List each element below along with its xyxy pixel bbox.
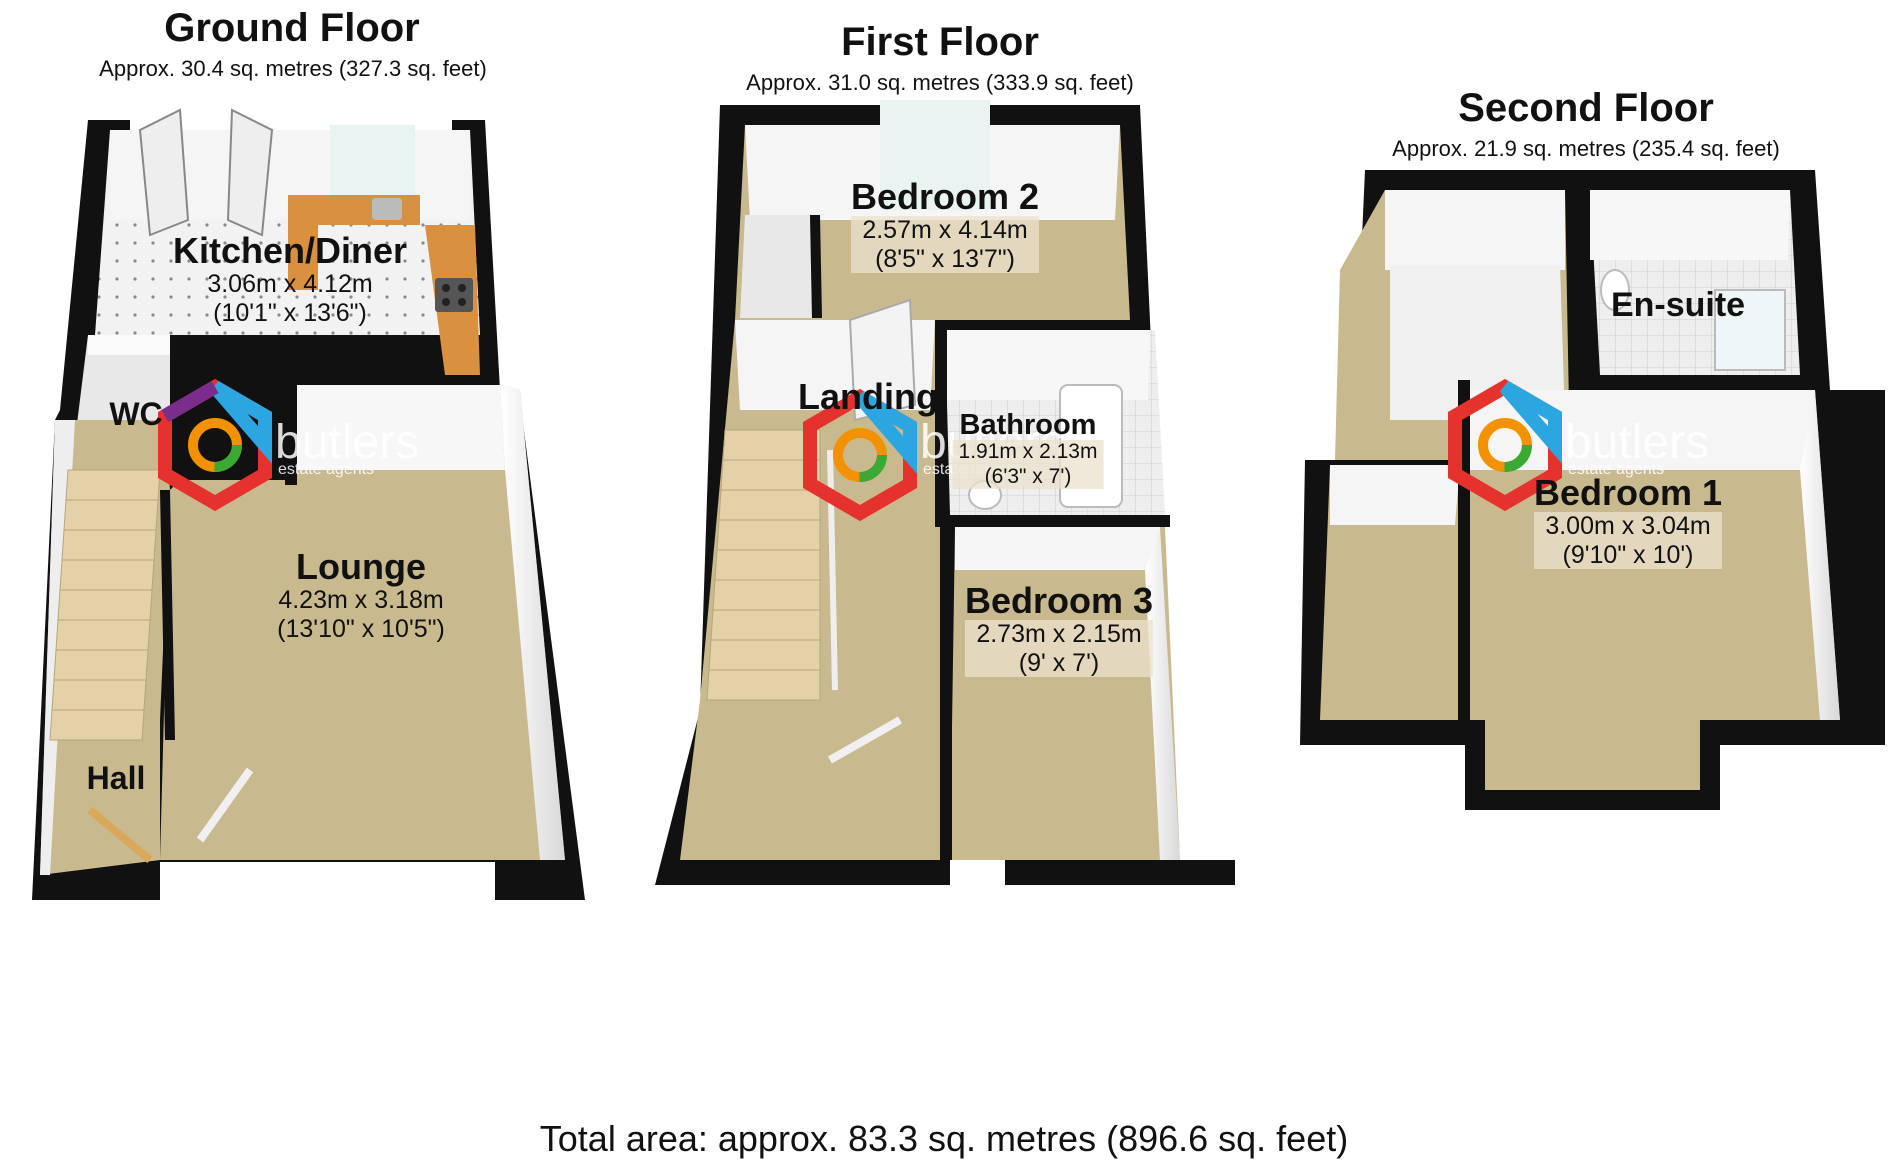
room-imperial: (9' x 7'): [964, 648, 1154, 678]
butlers-logo-second: [1448, 378, 1562, 512]
butlers-logo-ground: [158, 378, 272, 512]
room-name: Landing: [798, 376, 938, 417]
room-imperial: (10'1" x 13'6"): [213, 298, 367, 327]
room-name: Lounge: [296, 546, 426, 587]
room-metric: 1.91m x 2.13m: [952, 440, 1104, 465]
room-lounge: Lounge 4.23m x 3.18m (13'10" x 10'5"): [277, 548, 445, 643]
room-landing: Landing: [798, 378, 938, 416]
room-bedroom-2: Bedroom 2 2.57m x 4.14m (8'5" x 13'7"): [850, 176, 1040, 274]
room-name: Bedroom 2: [850, 176, 1040, 217]
room-metric: 4.23m x 3.18m: [278, 585, 444, 614]
room-metric: 3.06m x 4.12m: [207, 269, 373, 298]
room-name: Bedroom 1: [1533, 472, 1723, 513]
second-floor-plan: [1300, 170, 1885, 810]
first-floor-area: Approx. 31.0 sq. metres (333.9 sq. feet): [746, 70, 1134, 95]
second-floor-title: Second Floor: [1458, 86, 1714, 130]
ground-floor-area: Approx. 30.4 sq. metres (327.3 sq. feet): [99, 56, 487, 81]
butlers-logo-first: [803, 388, 917, 522]
room-wc: WC: [109, 396, 163, 432]
room-hall: Hall: [86, 760, 146, 796]
room-name: En-suite: [1610, 286, 1746, 324]
room-bedroom-3: Bedroom 3 2.73m x 2.15m (9' x 7'): [964, 580, 1154, 678]
watermark-tagline-ground: estate agents: [278, 461, 374, 478]
room-metric: 2.73m x 2.15m: [964, 619, 1154, 649]
room-imperial: (13'10" x 10'5"): [277, 614, 445, 643]
room-imperial: (6'3" x 7'): [952, 464, 1104, 489]
room-kitchen-diner: Kitchen/Diner 3.06m x 4.12m (10'1" x 13'…: [173, 232, 407, 327]
total-area: Total area: approx. 83.3 sq. metres (896…: [539, 1118, 1349, 1159]
room-name: Hall: [86, 760, 146, 796]
ground-floor-title: Ground Floor: [164, 6, 420, 50]
room-name: Bathroom: [959, 409, 1097, 441]
watermark-brand-second: butlers: [1565, 416, 1709, 469]
room-name: Bedroom 3: [964, 580, 1154, 621]
room-metric: 2.57m x 4.14m: [850, 215, 1040, 245]
room-bathroom: Bathroom 1.91m x 2.13m (6'3" x 7'): [952, 409, 1104, 489]
room-en-suite: En-suite: [1610, 286, 1746, 324]
watermark-tagline-second: estate agents: [1568, 461, 1664, 478]
room-imperial: (9'10" x 10'): [1533, 540, 1723, 570]
room-name: Kitchen/Diner: [172, 230, 408, 271]
watermark-brand-ground: butlers: [275, 416, 419, 469]
first-floor-title: First Floor: [841, 20, 1039, 64]
room-metric: 3.00m x 3.04m: [1533, 511, 1723, 541]
room-bedroom-1: Bedroom 1 3.00m x 3.04m (9'10" x 10'): [1533, 472, 1723, 570]
ground-floor-plan: [32, 108, 585, 900]
room-imperial: (8'5" x 13'7"): [850, 244, 1040, 274]
room-name: WC: [109, 396, 163, 432]
second-floor-area: Approx. 21.9 sq. metres (235.4 sq. feet): [1392, 136, 1780, 161]
